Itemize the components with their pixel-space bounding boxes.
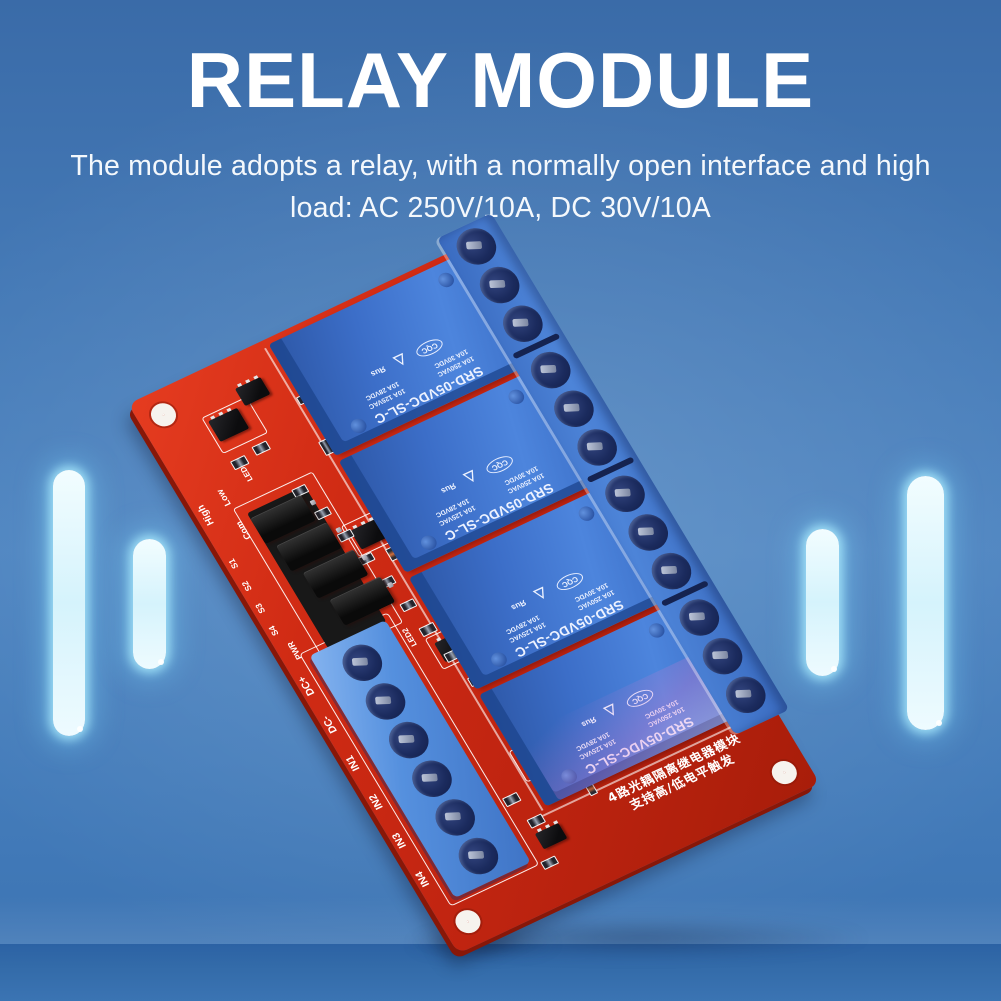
vde-triangle-icon: △ — [602, 702, 621, 721]
terminal-screw — [672, 593, 727, 642]
vde-triangle-icon: △ — [392, 352, 411, 371]
terminal-screw — [718, 670, 773, 720]
floor — [0, 944, 1001, 1001]
terminal-screw — [428, 793, 483, 842]
terminal-screw — [598, 469, 653, 519]
terminal-screw — [472, 260, 527, 310]
cqc-logo-icon: CQC — [413, 335, 446, 360]
glow-bar — [133, 539, 166, 669]
glow-bar — [53, 470, 85, 736]
terminal-screw — [451, 831, 506, 881]
terminal-screw — [546, 384, 601, 434]
subtitle-line2: load: AC 250V/10A, DC 30V/10A — [290, 192, 711, 224]
ul-logo-icon: Яus — [579, 715, 599, 730]
terminal-screw — [695, 631, 750, 681]
cqc-logo-icon: CQC — [623, 686, 657, 711]
terminal-screw — [405, 754, 459, 804]
cqc-logo-icon: CQC — [553, 569, 587, 594]
cqc-logo-icon: CQC — [483, 452, 516, 477]
ul-logo-icon: Яus — [509, 598, 529, 613]
relay-cert-logos: CQC △ Яus — [534, 666, 700, 753]
vde-triangle-icon: △ — [532, 585, 551, 605]
ul-logo-icon: Яus — [369, 364, 388, 379]
page-title: RELAY MODULE — [186, 36, 815, 124]
terminal-screw — [523, 345, 578, 395]
vde-triangle-icon: △ — [462, 468, 481, 488]
terminal-screw — [621, 508, 676, 557]
terminal-screw — [381, 715, 436, 765]
terminal-screw — [335, 638, 390, 688]
glow-bar — [907, 476, 944, 730]
relay-module-board: High Low Com LED1 S1 S2 S3 S4 PWR LED2 D… — [128, 213, 820, 954]
ul-logo-icon: Яus — [439, 481, 458, 496]
terminal-screw — [358, 677, 413, 726]
terminal-screw — [449, 222, 504, 271]
mold-dimple — [558, 766, 580, 787]
glow-bar — [806, 529, 839, 676]
subtitle-line1: The module adopts a relay, with a normal… — [70, 150, 931, 182]
